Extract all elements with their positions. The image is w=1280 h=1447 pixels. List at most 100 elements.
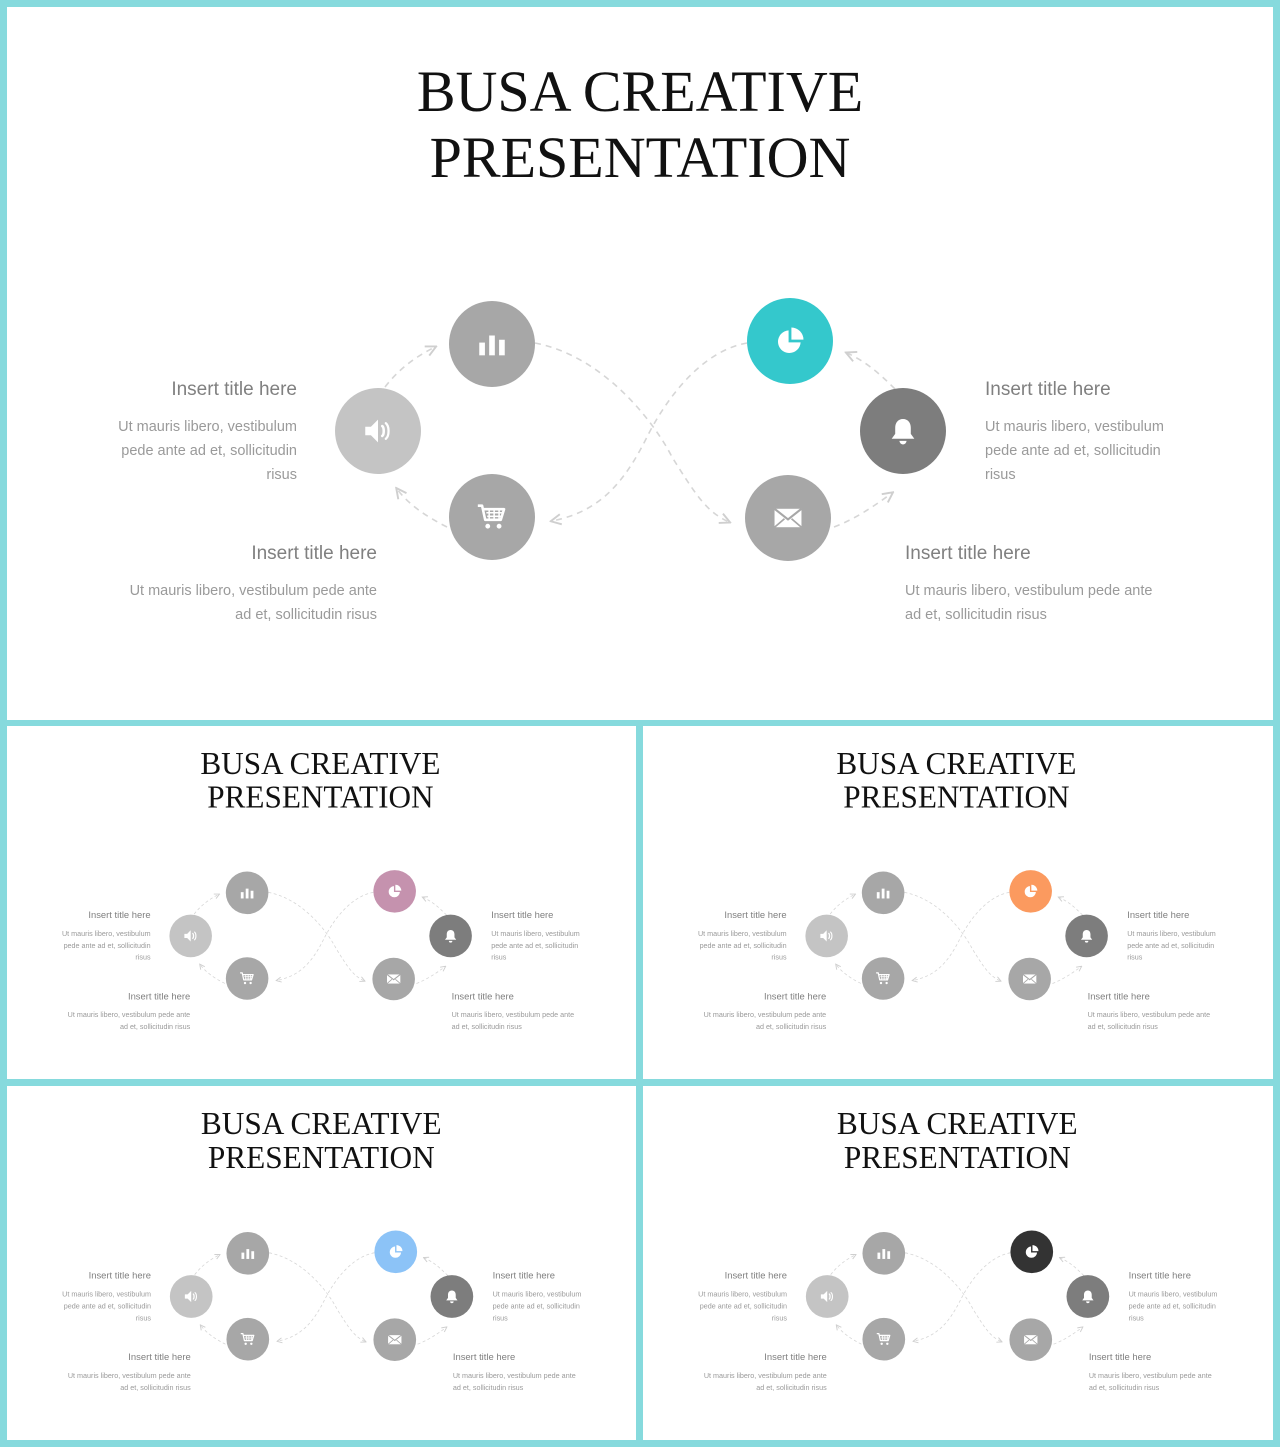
block-title: Insert title here — [1087, 991, 1150, 1002]
block-title: Insert title here — [171, 379, 297, 400]
block-body: Ut mauris libero, vestibulum pede ante a… — [62, 1290, 151, 1323]
speaker-icon — [365, 419, 390, 443]
cart-node — [226, 1317, 270, 1361]
title-line-1: BUSA CREATIVE — [836, 746, 1077, 781]
bell-icon — [444, 929, 457, 943]
text-block-bottom-left: Insert title here Ut mauris libero, vest… — [702, 991, 827, 1033]
dashed-arrow — [905, 1252, 1001, 1342]
text-block-bottom-right: Insert title here Ut mauris libero, vest… — [452, 991, 581, 1033]
mail-icon — [386, 974, 401, 984]
pie-chart-icon — [777, 327, 804, 354]
block-body: Ut mauris libero, vestibulum pede ante a… — [985, 419, 1164, 483]
text-block-top-right: Insert title here Ut mauris libero, vest… — [1127, 910, 1226, 963]
text-block-bottom-left: Insert title here Ut mauris libero, vest… — [127, 543, 377, 627]
block-title: Insert title here — [985, 379, 1111, 400]
speaker-node — [805, 1275, 849, 1318]
text-block-top-left: Insert title here Ut mauris libero, vest… — [57, 910, 151, 963]
block-body: Ut mauris libero, vestibulum pede ante a… — [67, 1011, 191, 1031]
title-line-2: PRESENTATION — [207, 779, 434, 815]
title-line-2: PRESENTATION — [207, 1140, 435, 1175]
speaker-icon — [820, 1290, 834, 1303]
block-body: Ut mauris libero, vestibulum pede ante a… — [1127, 929, 1216, 962]
title-line-2: PRESENTATION — [429, 125, 851, 190]
block-body: Ut mauris libero, vestibulum pede ante a… — [129, 583, 377, 623]
text-block-top-right: Insert title here Ut mauris libero, vest… — [1129, 1271, 1228, 1325]
block-title: Insert title here — [251, 543, 377, 564]
pie-chart-icon — [1025, 1245, 1039, 1258]
cart-icon — [240, 972, 254, 985]
slide-thumbnail-1: BUSA CREATIVE PRESENTATION Insert title … — [7, 726, 636, 1079]
dashed-arrow — [397, 489, 448, 528]
dashed-arrow — [847, 353, 896, 390]
cart-icon — [477, 504, 506, 529]
block-body: Ut mauris libero, vestibulum pede ante a… — [1088, 1371, 1212, 1392]
text-block-bottom-right: Insert title here Ut mauris libero, vest… — [453, 1352, 582, 1394]
bell-node — [1066, 1275, 1110, 1318]
block-body: Ut mauris libero, vestibulum pede ante a… — [1128, 1290, 1218, 1323]
block-body: Ut mauris libero, vestibulum pede ante a… — [703, 1371, 827, 1392]
block-title: Insert title here — [128, 1352, 191, 1363]
slide-title: BUSA CREATIVE PRESENTATION — [643, 1107, 1272, 1175]
slide-thumbnail-3: BUSA CREATIVE PRESENTATION Insert title … — [7, 1086, 636, 1440]
block-body: Ut mauris libero, vestibulum pede ante a… — [703, 1011, 827, 1031]
block-title: Insert title here — [451, 991, 514, 1002]
slide-thumbnail-4: BUSA CREATIVE PRESENTATION Insert title … — [643, 1086, 1273, 1440]
slide-title: BUSA CREATIVE PRESENTATION — [7, 59, 1273, 191]
mail-node — [373, 1318, 417, 1362]
block-title: Insert title here — [88, 1270, 151, 1282]
cart-node — [225, 957, 269, 1000]
block-body: Ut mauris libero, vestibulum pede ante a… — [1087, 1011, 1211, 1031]
slide-canvas: BUSA CREATIVE PRESENTATION Insert title … — [7, 1086, 636, 1440]
text-block-top-right: Insert title here Ut mauris libero, vest… — [493, 1271, 592, 1325]
mail-icon — [387, 1334, 402, 1345]
cart-node — [861, 957, 905, 1000]
dashed-arrow — [200, 965, 226, 984]
text-block-top-left: Insert title here Ut mauris libero, vest… — [57, 1271, 151, 1325]
dashed-arrow — [269, 1252, 365, 1342]
title-line-1: BUSA CREATIVE — [836, 1106, 1078, 1142]
dashed-arrow — [534, 342, 729, 522]
block-body: Ut mauris libero, vestibulum pede ante a… — [698, 929, 787, 962]
block-body: Ut mauris libero, vestibulum pede ante a… — [118, 419, 297, 483]
pie-chart-node — [1009, 870, 1052, 913]
block-title: Insert title here — [1127, 910, 1190, 921]
dashed-connectors — [829, 891, 1083, 984]
slide-canvas: BUSA CREATIVE PRESENTATION Insert title … — [7, 7, 1273, 720]
dashed-arrow — [194, 1255, 220, 1275]
dashed-arrow — [1052, 967, 1081, 984]
slide-canvas: BUSA CREATIVE PRESENTATION Insert title … — [643, 1086, 1272, 1440]
block-body: Ut mauris libero, vestibulum pede ante a… — [905, 583, 1153, 623]
mail-node — [1009, 1318, 1053, 1362]
dashed-arrow — [423, 897, 447, 916]
block-title: Insert title here — [724, 910, 787, 921]
bell-node — [430, 1275, 474, 1318]
title-line-2: PRESENTATION — [843, 779, 1070, 815]
block-title: Insert title here — [127, 991, 191, 1002]
dashed-arrow — [278, 1252, 375, 1341]
bell-icon — [446, 1290, 458, 1304]
mail-node — [372, 957, 415, 1001]
block-body: Ut mauris libero, vestibulum pede ante a… — [492, 1290, 582, 1323]
block-title: Insert title here — [452, 1352, 516, 1363]
bar-chart-icon — [241, 1249, 255, 1259]
dashed-arrow — [1053, 1327, 1083, 1345]
cart-icon — [876, 1332, 891, 1345]
dashed-arrow — [268, 891, 364, 981]
dashed-arrow — [913, 891, 1010, 980]
slide-canvas: BUSA CREATIVE PRESENTATION Insert title … — [643, 726, 1270, 1079]
cart-node — [862, 1317, 906, 1361]
dashed-arrow — [830, 1255, 856, 1275]
dashed-arrow — [837, 1325, 862, 1345]
bell-icon — [1082, 1290, 1094, 1304]
title-line-1: BUSA CREATIVE — [200, 1106, 442, 1142]
bar-chart-icon — [877, 1249, 891, 1259]
cart-node — [449, 474, 535, 560]
pie-chart-icon — [388, 884, 402, 898]
title-line-1: BUSA CREATIVE — [416, 59, 864, 124]
slide-title: BUSA CREATIVE PRESENTATION — [643, 747, 1270, 814]
bar-chart-node — [449, 301, 535, 387]
cart-icon — [240, 1332, 255, 1345]
text-block-top-right: Insert title here Ut mauris libero, vest… — [491, 910, 590, 963]
text-block-bottom-left: Insert title here Ut mauris libero, vest… — [66, 991, 191, 1033]
speaker-node — [169, 914, 212, 958]
